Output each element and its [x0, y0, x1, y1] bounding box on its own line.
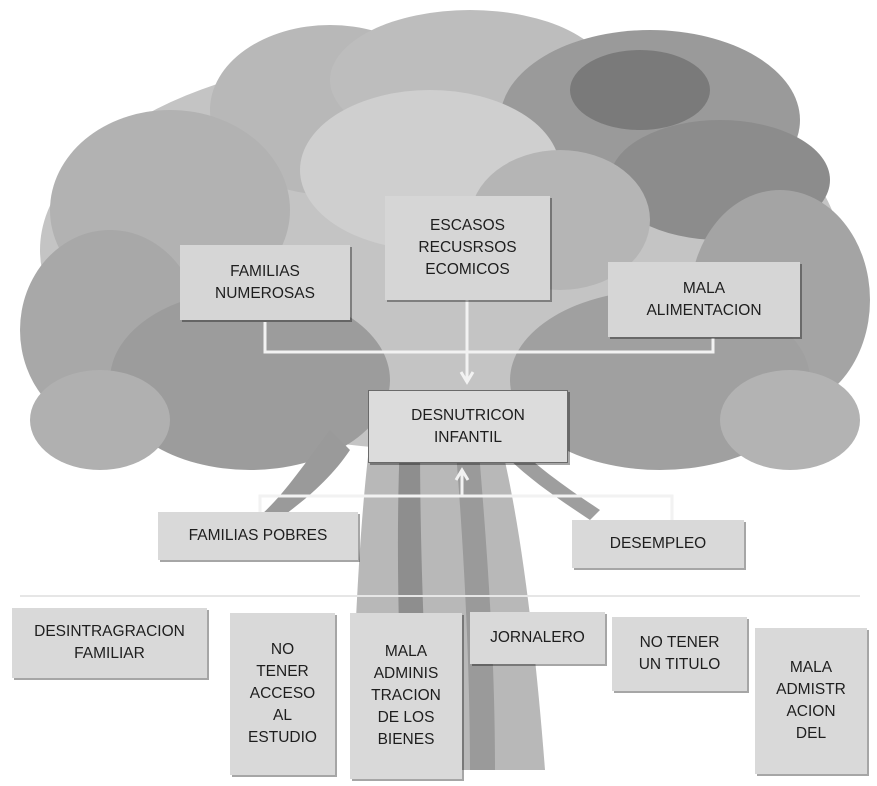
connector-lines [20, 300, 860, 597]
root-cause-box-mala-administracion-del: MALA ADMISTR ACION DEL [755, 628, 867, 774]
causes-arrowhead [454, 467, 470, 481]
causes-bracket [258, 494, 674, 520]
effects-arrowhead [459, 371, 475, 385]
cause-box-familias-pobres: FAMILIAS POBRES [158, 512, 358, 560]
root-cause-box-no-tener-acceso: NO TENER ACCESO AL ESTUDIO [230, 613, 335, 775]
effect-box-familias-numerosas: FAMILIAS NUMEROSAS [180, 245, 350, 320]
root-cause-box-no-tener-titulo: NO TENER UN TITULO [612, 617, 747, 691]
tree-foliage [20, 10, 870, 470]
effect-box-escasos-recursos: ESCASOS RECUSRSOS ECOMICOS [385, 196, 550, 300]
cause-box-desempleo: DESEMPLEO [572, 520, 744, 568]
effects-bracket [263, 322, 715, 354]
root-cause-box-jornalero: JORNALERO [470, 612, 605, 664]
root-cause-box-desintragracion-familiar: DESINTRAGRACION FAMILIAR [12, 608, 207, 678]
root-cause-box-mala-administracion-bienes: MALA ADMINIS TRACION DE LOS BIENES [350, 613, 462, 779]
problem-box-desnutricion-infantil: DESNUTRICON INFANTIL [368, 390, 568, 463]
effect-box-mala-alimentacion: MALA ALIMENTACION [608, 262, 800, 337]
